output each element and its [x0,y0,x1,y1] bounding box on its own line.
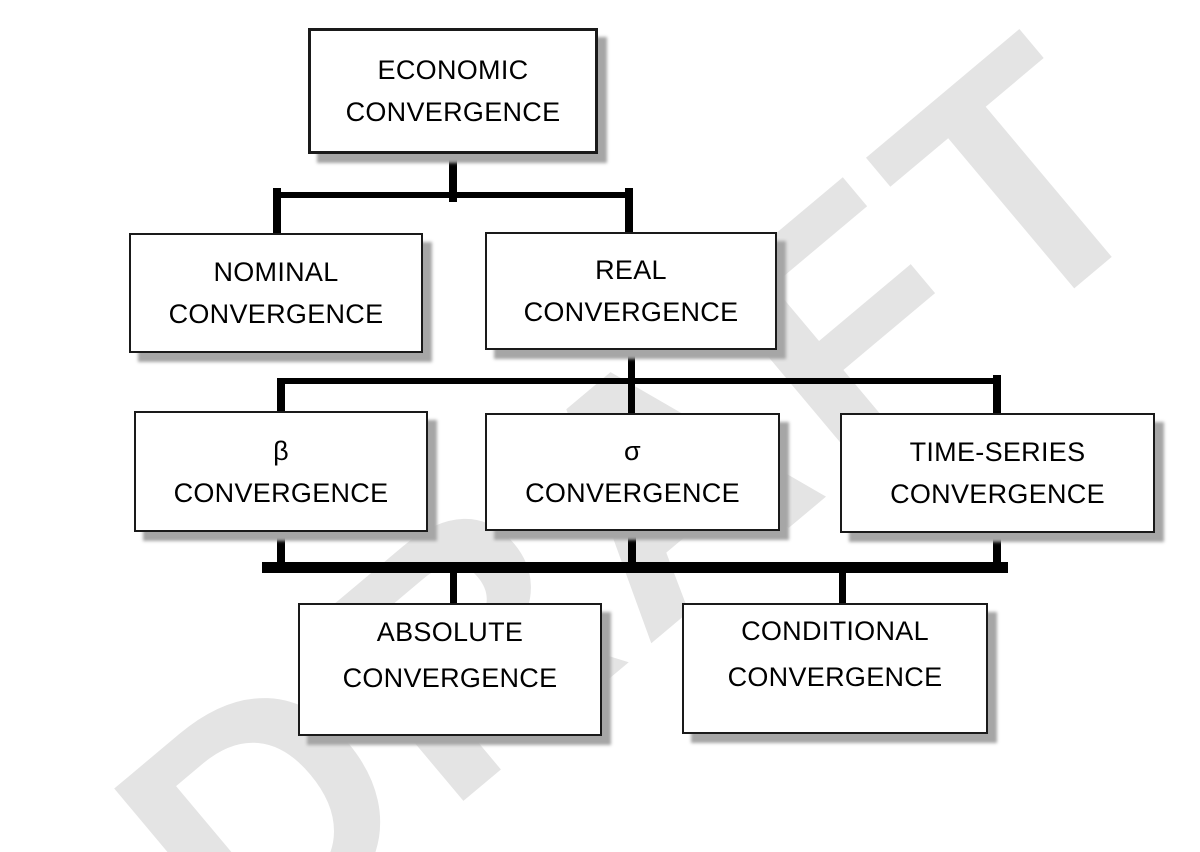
node-label-line: CONVERGENCE [890,479,1105,509]
connector-sigma-stub [628,531,636,566]
node-label-line: ECONOMIC [377,55,529,85]
node-label-line: CONVERGENCE [173,477,389,508]
node-beta-convergence: β CONVERGENCE [134,411,428,532]
node-label-line: σ [624,436,641,466]
connector-timeseries-stub [993,533,1001,564]
node-sigma-convergence: σ CONVERGENCE [485,413,780,531]
node-label-line: β [273,435,289,466]
connector-economic-down [449,154,457,202]
node-label-line: ABSOLUTE [376,616,524,647]
node-label-line: CONDITIONAL [741,615,929,646]
connector-to-timeseries [993,375,1001,414]
node-label-line: CONVERGENCE [727,661,943,692]
node-label-line: CONVERGENCE [525,478,740,508]
node-label-line: CONVERGENCE [168,299,384,329]
node-label-line: CONVERGENCE [523,297,739,327]
node-absolute-convergence: ABSOLUTE CONVERGENCE [298,603,602,736]
node-real-convergence: REAL CONVERGENCE [485,232,777,350]
node-conditional-convergence: CONDITIONAL CONVERGENCE [682,603,988,734]
node-label-line: REAL [595,255,667,285]
connector-level2-horizontal [277,378,1001,384]
connector-to-conditional [839,571,846,605]
connector-to-nominal [273,188,281,234]
node-label-line: CONVERGENCE [342,662,558,693]
connector-to-beta [277,378,285,412]
connector-level1-horizontal [273,192,633,198]
node-timeseries-convergence: TIME-SERIES CONVERGENCE [840,413,1155,533]
connector-level3-horizontal [262,562,1008,573]
node-economic-convergence: ECONOMIC CONVERGENCE [308,28,598,154]
node-label-line: NOMINAL [213,257,339,287]
connector-to-real [625,188,633,233]
node-label-line: TIME-SERIES [909,437,1086,467]
connector-to-absolute [450,571,457,605]
connector-beta-stub [277,532,285,564]
node-label-line: CONVERGENCE [345,97,561,127]
node-nominal-convergence: NOMINAL CONVERGENCE [129,233,423,353]
